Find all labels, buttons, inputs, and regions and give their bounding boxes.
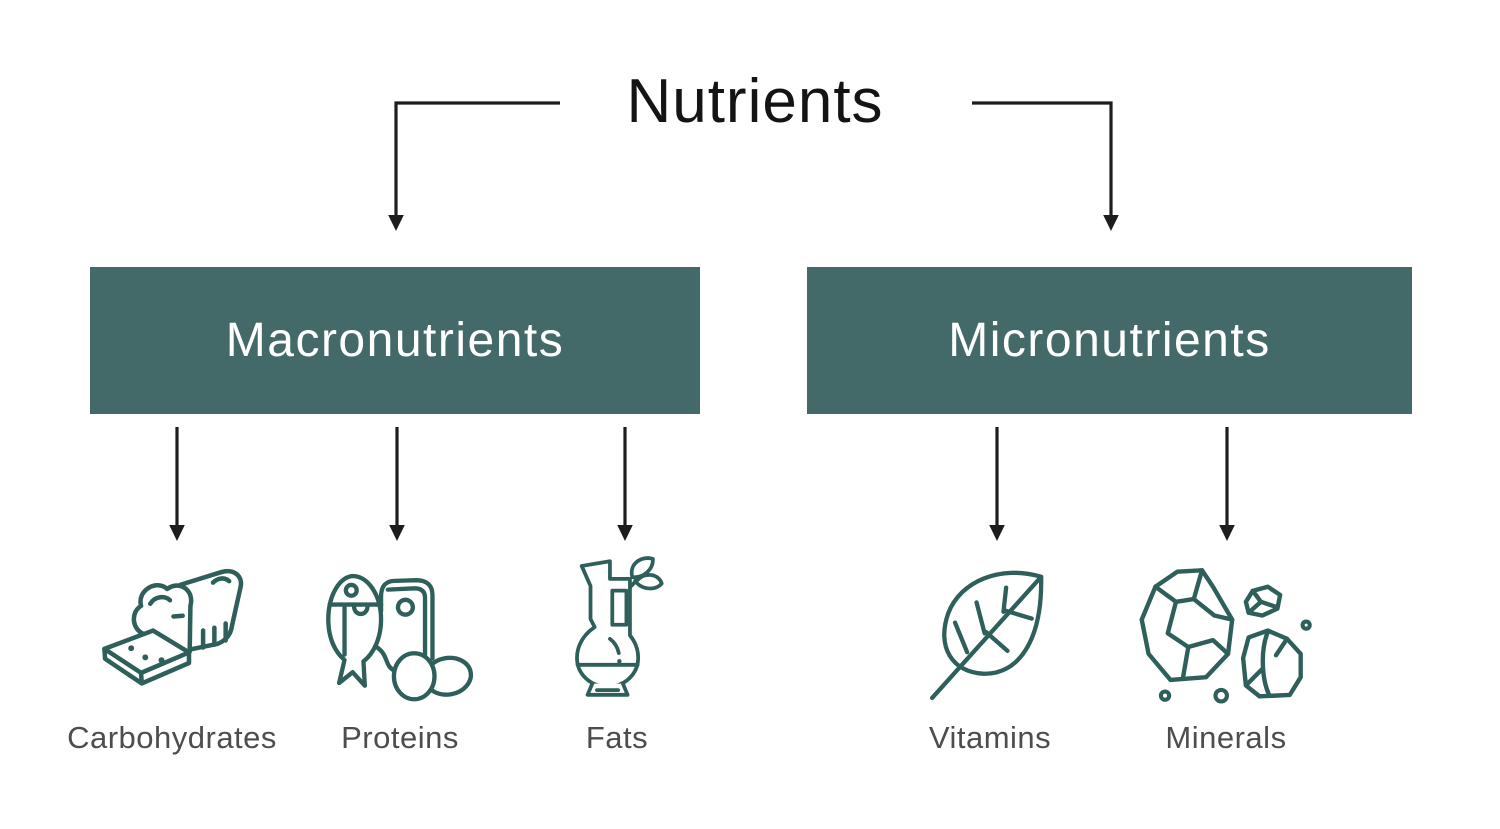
node-proteins: Proteins <box>324 548 476 756</box>
diagram-root-title: Nutrients <box>626 67 884 136</box>
branch-box-micronutrients: Micronutrients <box>807 267 1412 414</box>
node-label-vitamins: Vitamins <box>928 720 1052 755</box>
leaf-icon <box>929 570 1044 701</box>
node-carbohydrates: Carbohydrates <box>67 548 277 756</box>
node-label-carbohydrates: Carbohydrates <box>67 720 277 755</box>
mineral-rocks-icon <box>1139 568 1312 704</box>
macro-to-proteins-arrow <box>389 427 405 541</box>
node-label-proteins: Proteins <box>341 720 459 755</box>
node-vitamins: Vitamins <box>923 548 1058 756</box>
root-to-micronutrients-arrow <box>972 101 1119 231</box>
node-label-fats: Fats <box>585 720 649 755</box>
branch-label: Macronutrients <box>225 314 565 367</box>
macro-to-fats-arrow <box>617 427 633 541</box>
branch-box-macronutrients: Macronutrients <box>90 267 700 414</box>
bread-loaf-icon <box>102 568 244 686</box>
macro-to-carbohydrates-arrow <box>169 427 185 541</box>
root-to-macronutrients-arrow <box>388 101 560 231</box>
fish-and-meat-icon <box>326 573 474 702</box>
micro-to-minerals-arrow <box>1219 427 1235 541</box>
micro-to-vitamins-arrow <box>989 427 1005 541</box>
node-label-minerals: Minerals <box>1165 720 1287 755</box>
branch-label: Micronutrients <box>948 314 1271 367</box>
node-fats: Fats <box>558 548 676 756</box>
node-minerals: Minerals <box>1134 548 1319 756</box>
oil-pitcher-icon <box>575 556 664 697</box>
